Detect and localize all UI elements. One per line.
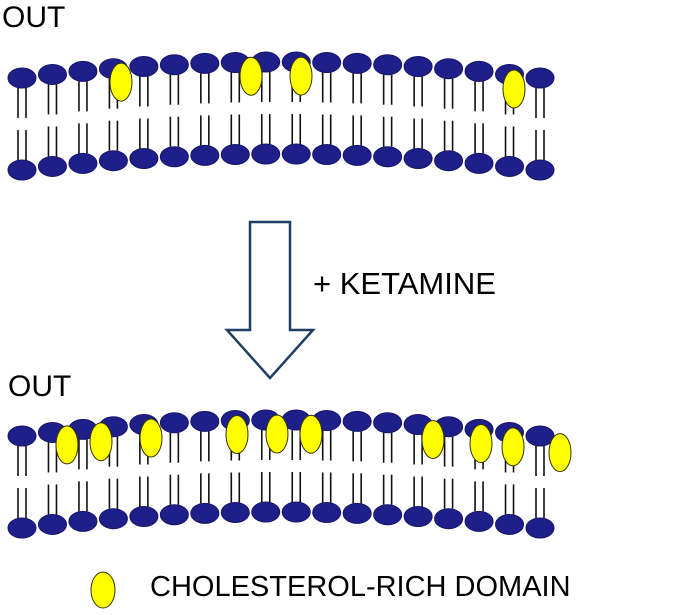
lipid-head-inner [312, 143, 342, 165]
cholesterol-domain [299, 414, 323, 454]
cholesterol-domain [289, 56, 313, 96]
lipid-head-inner [403, 147, 433, 169]
lipid-head-inner [403, 505, 433, 527]
lipid-head-inner [434, 508, 464, 530]
lipid-head-outer [68, 60, 98, 82]
lipid-head-outer [312, 51, 342, 73]
lipid-head-inner [464, 510, 494, 532]
outside-label-bottom: OUT [8, 370, 72, 403]
cholesterol-domain [55, 425, 79, 465]
lipid-head-inner [159, 146, 189, 168]
cholesterol-domain [109, 62, 133, 102]
membrane-before-ketamine [7, 51, 555, 181]
cholesterol-domain [421, 420, 445, 460]
cholesterol-domain [239, 56, 263, 96]
cholesterol-domain [225, 414, 249, 454]
membrane-after-ketamine [7, 409, 572, 539]
lipid-head-inner [68, 152, 98, 174]
lipid-head-outer [373, 412, 403, 434]
cholesterol-domain [139, 418, 163, 458]
lipid-head-inner [251, 501, 281, 523]
outside-label-top: OUT [2, 1, 66, 34]
lipid-head-inner [373, 504, 403, 526]
lipid-head-inner [68, 510, 98, 532]
lipid-head-outer [7, 67, 37, 89]
lipid-head-outer [464, 60, 494, 82]
lipid-head-inner [342, 502, 372, 524]
lipid-head-inner [220, 501, 250, 523]
lipid-head-inner [220, 143, 250, 165]
lipid-head-outer [434, 58, 464, 80]
legend-label: CHOLESTEROL-RICH DOMAIN [150, 571, 571, 603]
lipid-head-inner [98, 150, 128, 172]
cholesterol-domain [265, 414, 289, 454]
cholesterol-domain [89, 422, 113, 462]
lipid-head-inner [312, 501, 342, 523]
lipid-head-outer [190, 410, 220, 432]
lipid-head-outer [373, 54, 403, 76]
lipid-head-inner [7, 159, 37, 181]
cholesterol-domain [502, 69, 526, 109]
lipid-head-inner [495, 513, 525, 535]
cholesterol-legend-icon [90, 571, 116, 609]
lipid-head-inner [525, 159, 555, 181]
lipid-head-outer [7, 425, 37, 447]
lipid-head-inner [281, 143, 311, 165]
lipid-head-outer [129, 55, 159, 77]
lipid-head-inner [373, 146, 403, 168]
lipid-head-inner [342, 144, 372, 166]
lipid-head-outer [159, 412, 189, 434]
lipid-head-outer [342, 410, 372, 432]
lipid-head-inner [7, 517, 37, 539]
lipid-head-inner [464, 152, 494, 174]
treatment-label: + KETAMINE [313, 266, 496, 301]
cholesterol-domain [548, 433, 572, 473]
lipid-head-inner [190, 144, 220, 166]
lipid-head-inner [251, 143, 281, 165]
down-arrow [224, 220, 316, 380]
lipid-head-outer [342, 52, 372, 74]
lipid-head-inner [129, 147, 159, 169]
lipid-head-inner [37, 155, 67, 177]
lipid-head-outer [159, 54, 189, 76]
lipid-head-inner [159, 504, 189, 526]
lipid-head-outer [403, 55, 433, 77]
lipid-head-inner [37, 513, 67, 535]
lipid-head-outer [525, 425, 555, 447]
lipid-head-inner [495, 155, 525, 177]
lipid-head-outer [37, 63, 67, 85]
lipid-head-outer [190, 52, 220, 74]
cholesterol-legend-symbol [90, 571, 116, 609]
lipid-head-outer [525, 67, 555, 89]
cholesterol-domain [501, 427, 525, 467]
lipid-head-inner [281, 501, 311, 523]
lipid-head-inner [525, 517, 555, 539]
lipid-head-inner [434, 150, 464, 172]
cholesterol-domain [469, 424, 493, 464]
lipid-head-inner [98, 508, 128, 530]
lipid-head-inner [129, 505, 159, 527]
lipid-head-inner [190, 502, 220, 524]
